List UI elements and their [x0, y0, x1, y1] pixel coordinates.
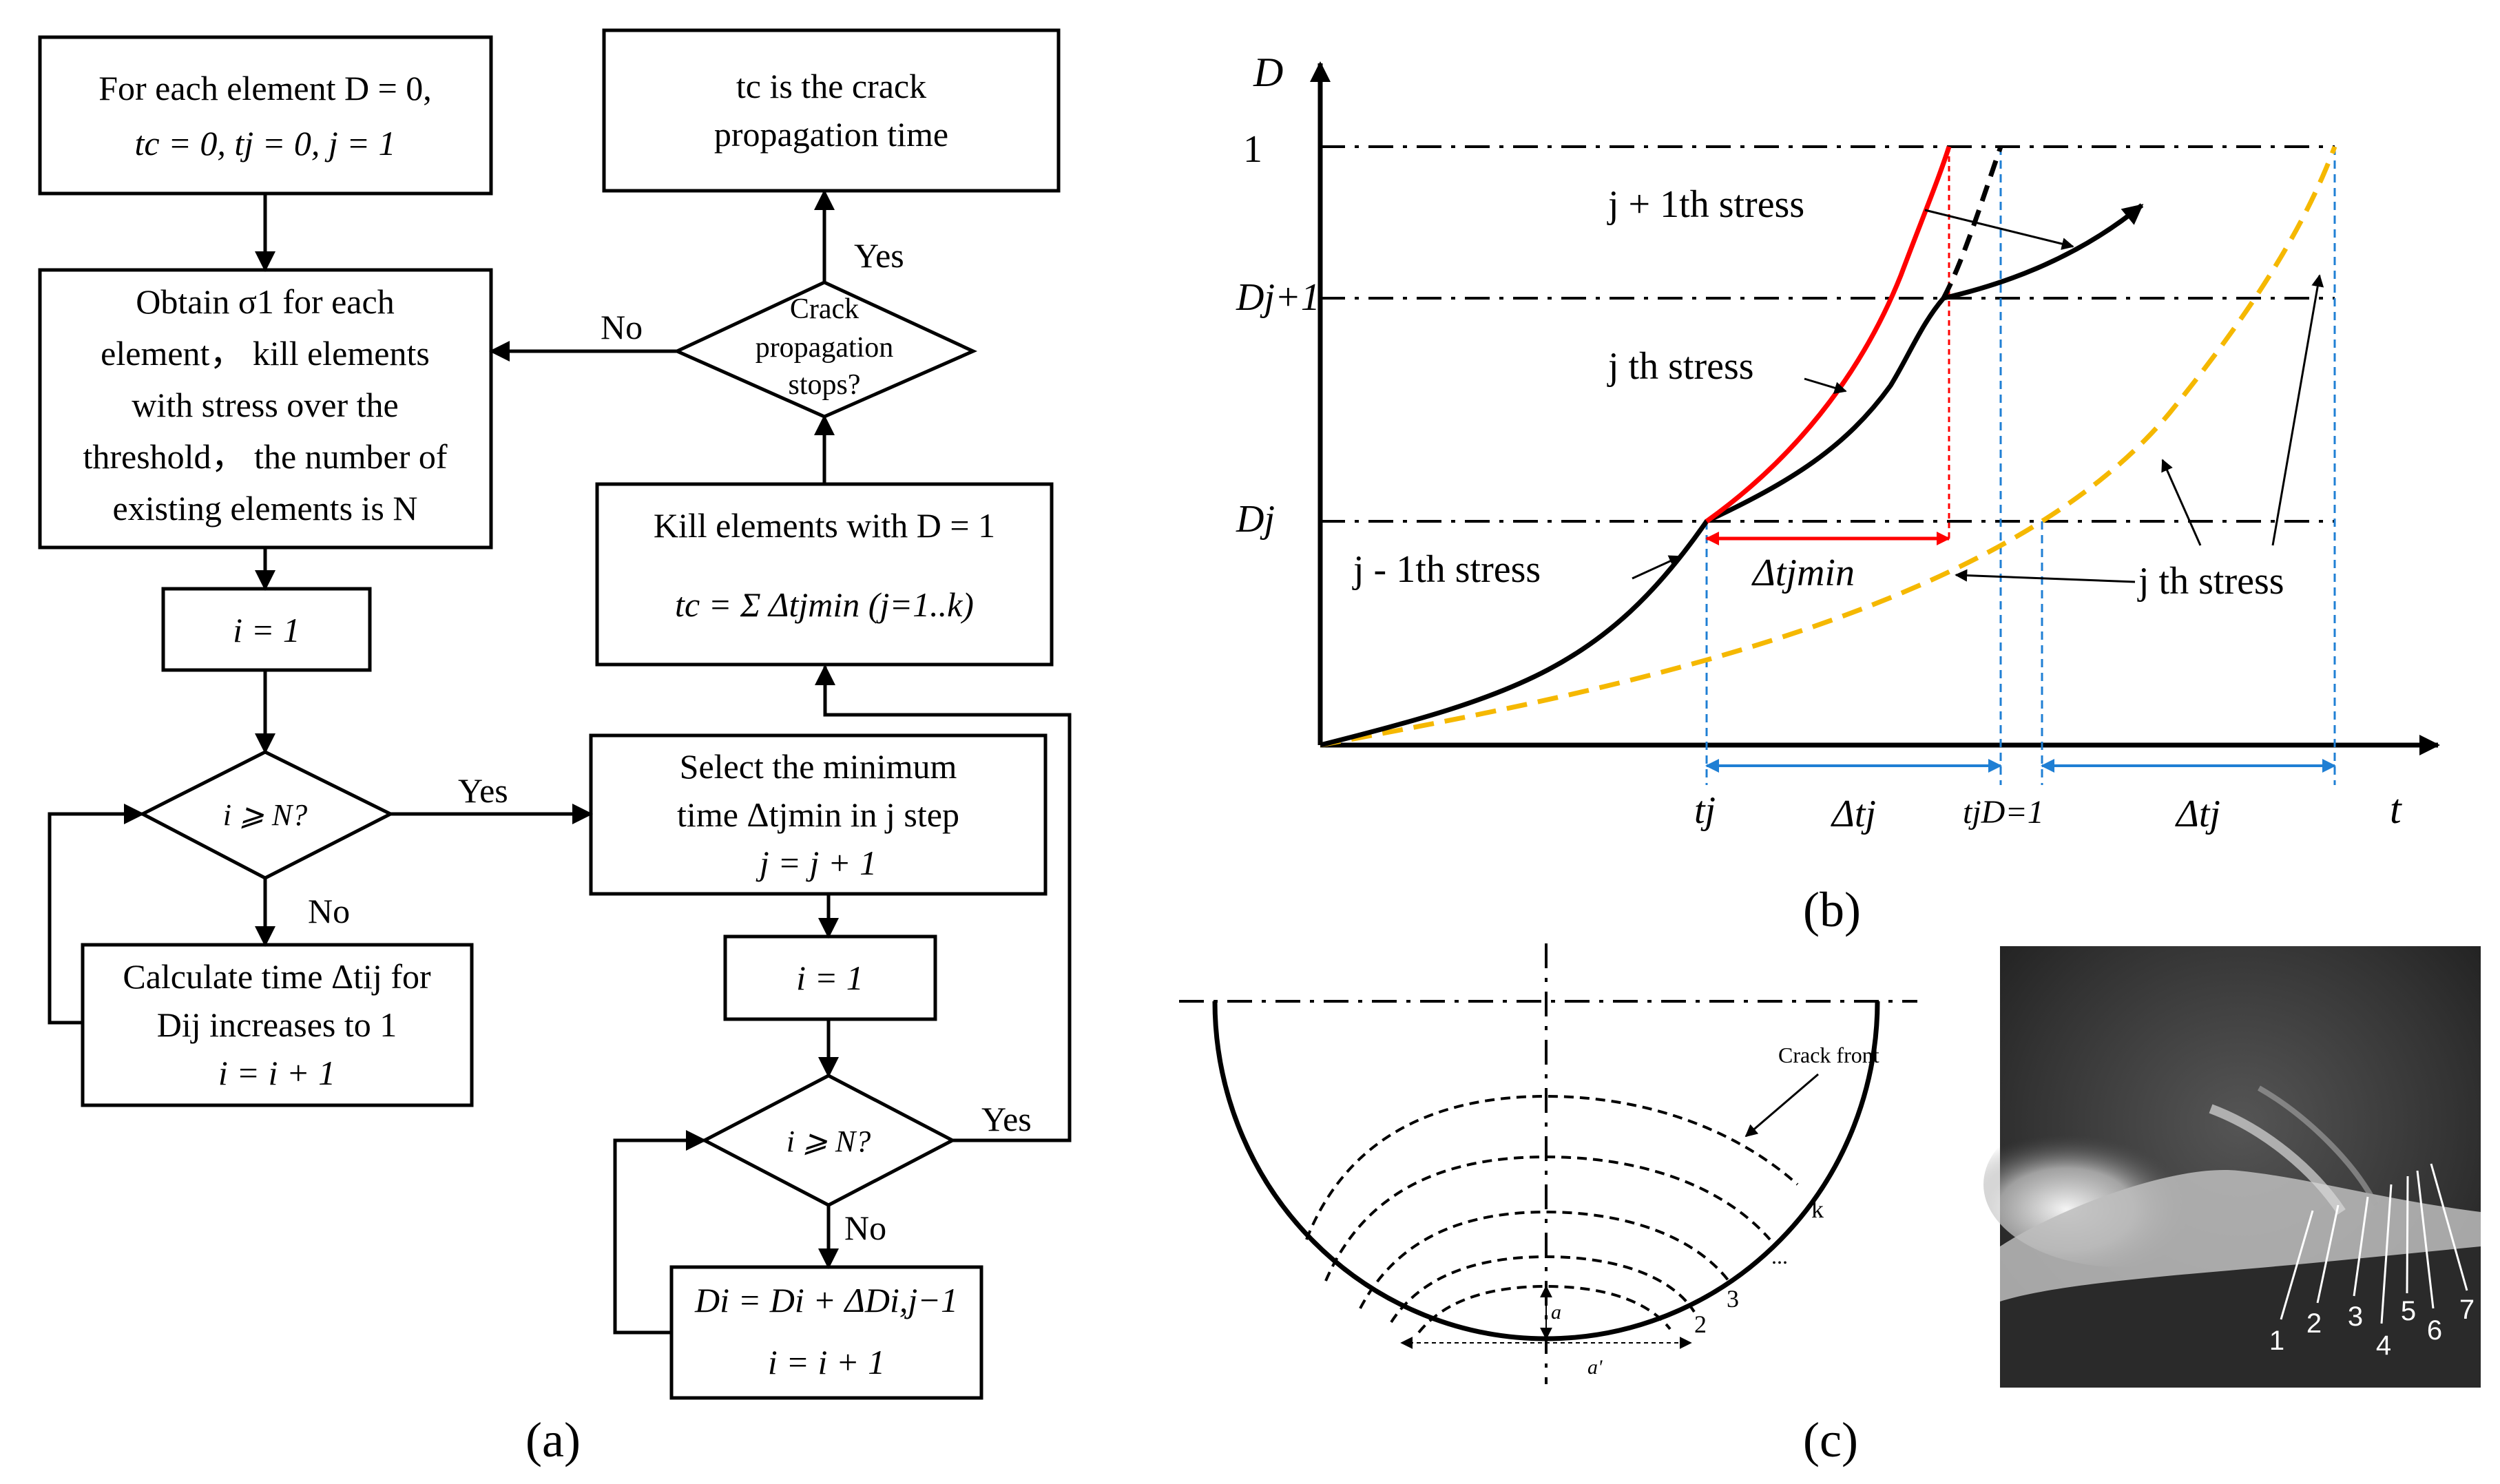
caption-c: (c): [1803, 1412, 1858, 1467]
kill-line1: Kill elements with D = 1: [654, 506, 995, 545]
photo-label-6: 6: [2427, 1315, 2442, 1346]
init-text-line2: tc = 0, tj = 0, j = 1: [135, 124, 396, 163]
y-axis-label: D: [1253, 50, 1283, 95]
label-jth-stress-red: j th stress: [1607, 345, 1754, 388]
caption-a: (a): [525, 1412, 581, 1467]
x-tick-delta-tj-2: Δtj: [2175, 793, 2220, 835]
calc-line3: i = i + 1: [218, 1054, 335, 1092]
x-tick-delta-tj-1: Δtj: [1831, 793, 1876, 835]
current-damage-curve: [1320, 203, 2144, 748]
reference-curve: [1320, 145, 2337, 748]
update-line1: Di = Di + ΔDi,j−1: [694, 1281, 958, 1319]
obtain-line5: existing elements is N: [113, 489, 418, 527]
crack-front-2: [1390, 1255, 1696, 1324]
label-j-minus-1th-stress: j - 1th stress: [1352, 548, 1541, 591]
x-tick-tj: tj: [1694, 789, 1716, 832]
x-tick-tjd1: tjD=1: [1963, 794, 2044, 830]
init-box: [38, 35, 493, 196]
label-2: 2: [1694, 1310, 1707, 1338]
init-text-line1: For each element D = 0,: [98, 69, 432, 107]
i-equals-1-left-text: i = 1: [233, 611, 300, 649]
photo-label-3: 3: [2348, 1302, 2363, 1332]
condition-left-text: i ⩾ N?: [223, 798, 307, 832]
crack-front-1: [1417, 1284, 1671, 1334]
label-delta-tjmin: Δtjmin: [1751, 552, 1855, 594]
stops-line3: stops?: [789, 369, 861, 401]
select-line2: time Δtjmin in j step: [677, 795, 959, 834]
y-tick-dj: Dj: [1236, 498, 1275, 541]
select-minimum-box: [589, 733, 1048, 896]
crack-front-3: [1359, 1210, 1730, 1309]
label-dots: ...: [1771, 1244, 1788, 1268]
crack-front-4: [1324, 1155, 1771, 1282]
yes-label-c: Yes: [854, 236, 904, 275]
calc-line2: Dij increases to 1: [157, 1005, 397, 1044]
update-line2: i = i + 1: [768, 1343, 885, 1381]
crack-front-k: [1305, 1094, 1799, 1240]
crack-front-panel: a a' Crack front k ... 3 2 (c): [1179, 943, 1917, 1467]
no-label-b: No: [844, 1209, 886, 1247]
obtain-line3: with stress over the: [132, 386, 398, 424]
obtain-line1: Obtain σ1 for each: [136, 282, 394, 321]
label-a: a: [1551, 1301, 1561, 1324]
propagation-stops-diamond: [672, 280, 978, 419]
no-label-c: No: [601, 308, 643, 346]
crack-time-line1: tc is the crack: [736, 67, 926, 105]
projected-curve: [1941, 145, 2003, 300]
select-line1: Select the minimum: [680, 747, 957, 786]
fracture-photo: 1 2 3 4 5 6 7: [1983, 946, 2481, 1388]
yes-label-b: Yes: [981, 1100, 1032, 1138]
obtain-line2: element， kill elements: [101, 334, 430, 373]
label-jth-stress-yellow: j th stress: [2137, 560, 2284, 603]
calc-line1: Calculate time Δtij for: [123, 957, 431, 996]
obtain-line4: threshold， the number of: [83, 437, 447, 476]
label-j-plus-1th-stress: j + 1th stress: [1607, 183, 1804, 226]
flowchart-panel: For each element D = 0, tc = 0, tj = 0, …: [38, 28, 1072, 1467]
label-3: 3: [1727, 1285, 1739, 1313]
jth-stress-curve: [1705, 145, 1952, 523]
y-tick-dj1: Dj+1: [1236, 276, 1320, 319]
photo-label-5: 5: [2401, 1296, 2416, 1326]
damage-chart-panel: D t 1 Dj+1 Dj j + 1th stress: [1236, 50, 2440, 937]
crack-time-box: [602, 28, 1061, 193]
photo-label-7: 7: [2459, 1295, 2475, 1325]
photo-label-2: 2: [2306, 1308, 2322, 1339]
calculate-time-box: [81, 943, 474, 1107]
caption-b: (b): [1803, 882, 1861, 937]
label-k: k: [1811, 1195, 1824, 1223]
kill-line2: tc = Σ Δtjmin (j=1..k): [675, 585, 974, 624]
crack-time-line2: propagation time: [714, 115, 948, 154]
i-equals-1-right-text: i = 1: [796, 959, 864, 997]
stops-line2: propagation: [756, 332, 894, 364]
condition-right-text: i ⩾ N?: [787, 1125, 871, 1158]
select-line3: j = j + 1: [756, 844, 877, 882]
stops-line1: Crack: [790, 293, 859, 325]
photo-label-4: 4: [2376, 1330, 2391, 1361]
label-a-prime: a': [1587, 1356, 1603, 1379]
x-axis-label: t: [2390, 786, 2402, 832]
photo-label-1: 1: [2269, 1326, 2284, 1356]
no-label-a: No: [308, 892, 350, 930]
label-crack-front: Crack front: [1778, 1043, 1879, 1067]
y-tick-1: 1: [1243, 128, 1262, 171]
yes-label-a: Yes: [458, 771, 508, 810]
